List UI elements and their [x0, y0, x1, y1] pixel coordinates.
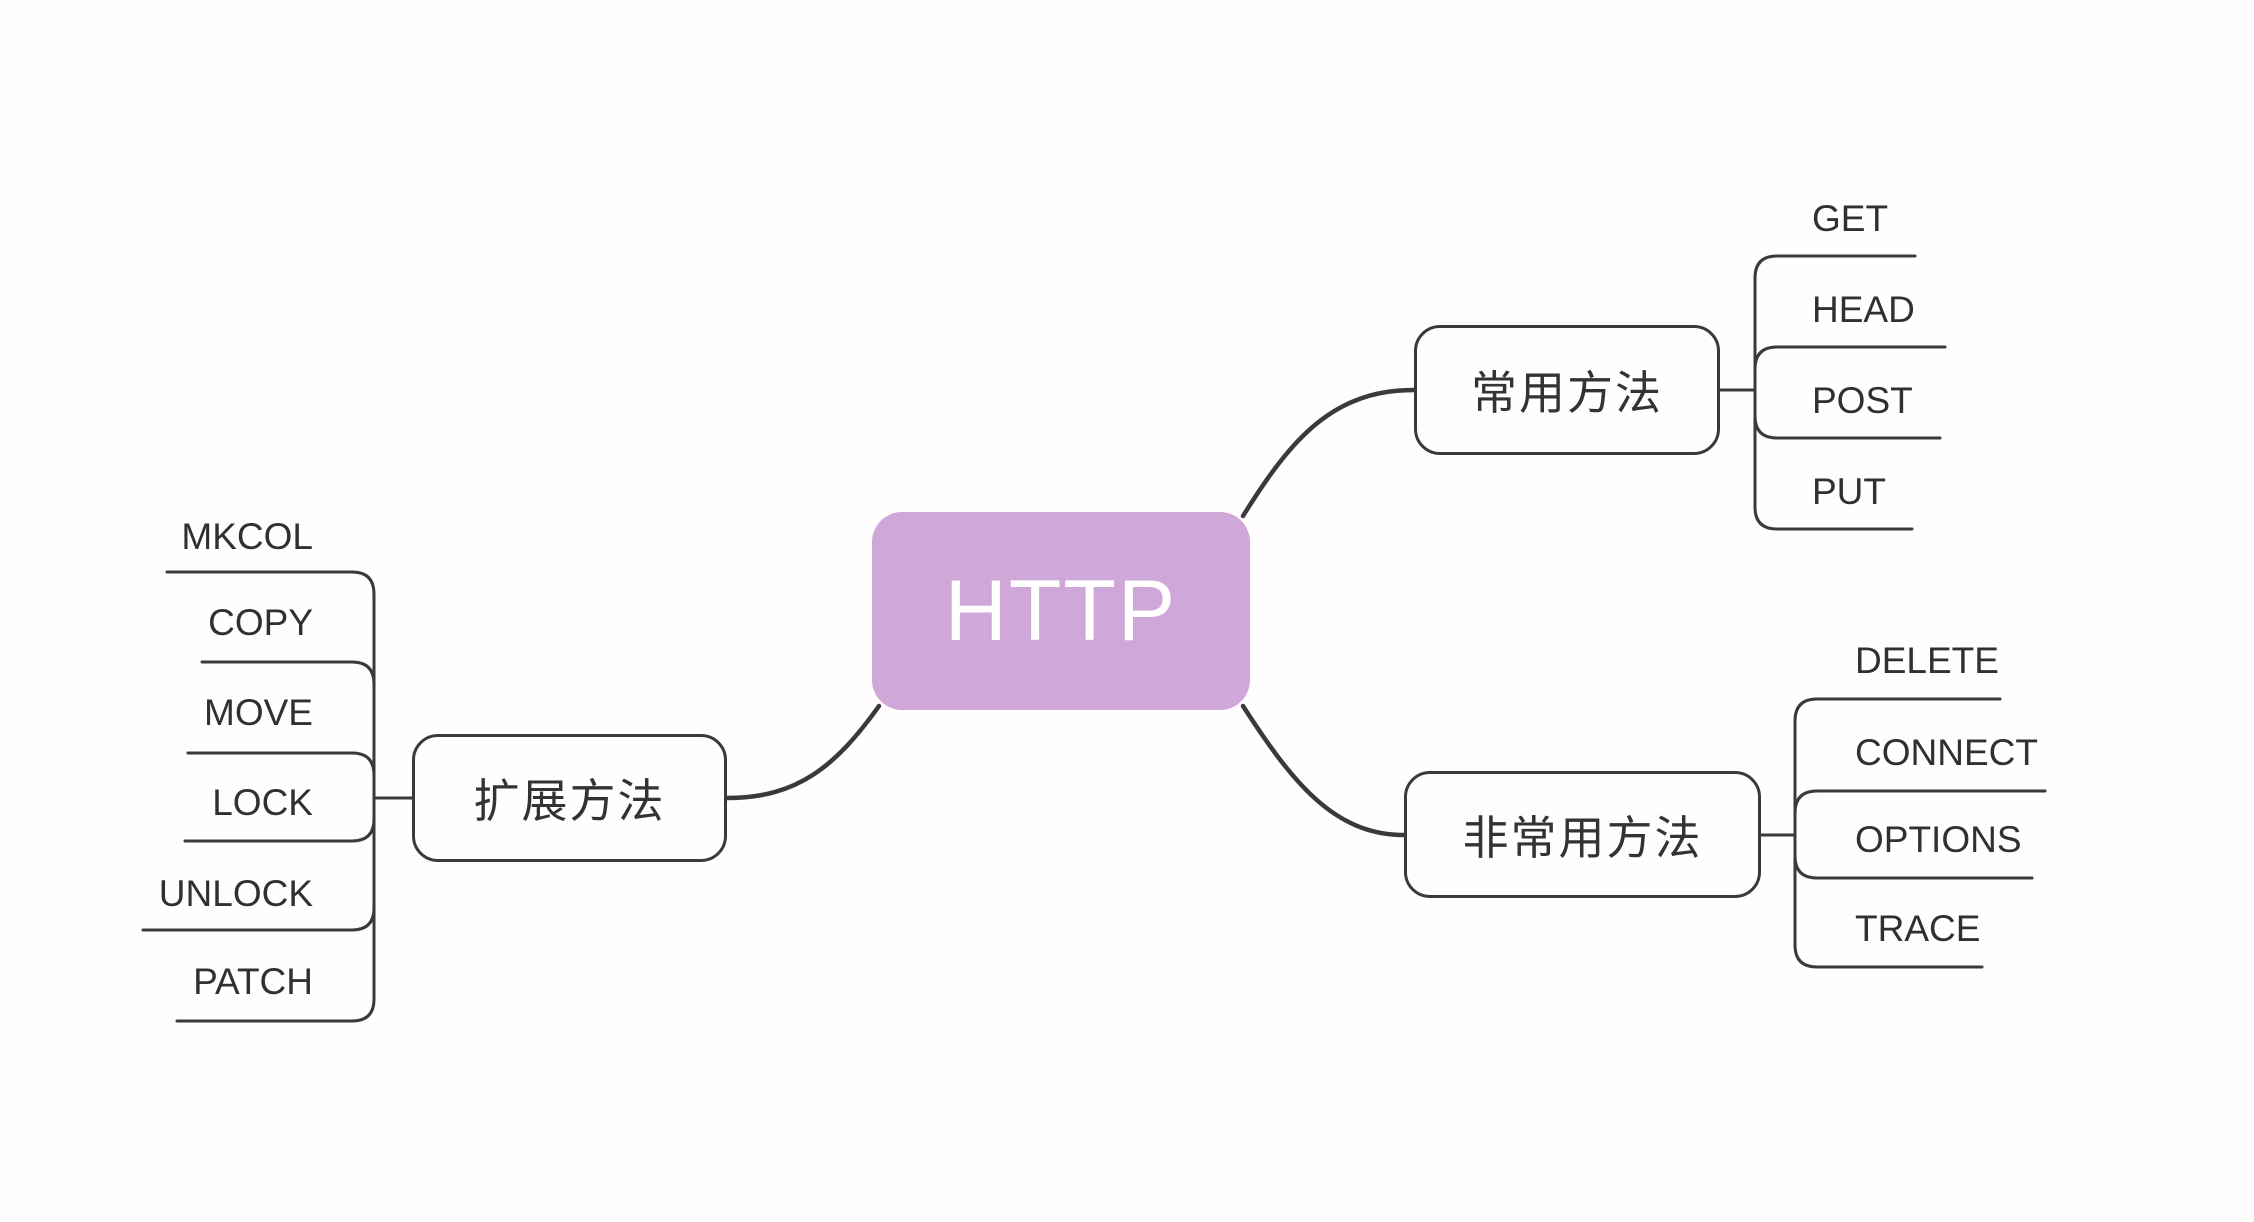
node-copy[interactable]: COPY — [208, 602, 313, 643]
node-lock[interactable]: LOCK — [212, 782, 313, 823]
node-extension-methods[interactable]: 扩展方法 — [412, 734, 727, 862]
node-mkcol[interactable]: MKCOL — [181, 516, 313, 557]
node-trace[interactable]: TRACE — [1855, 908, 1981, 949]
connector-options-underline — [1793, 854, 2034, 880]
connector-head-underline — [1753, 345, 1947, 371]
connector-copy-underline — [200, 660, 376, 686]
connector-lock-underline — [183, 817, 376, 843]
connector-unlock-underline — [141, 906, 376, 932]
node-get[interactable]: GET — [1812, 198, 1889, 239]
connector-root-uncommon — [1240, 703, 1407, 838]
connector-move-underline — [186, 751, 376, 777]
node-post[interactable]: POST — [1812, 380, 1913, 421]
node-options[interactable]: OPTIONS — [1855, 819, 2022, 860]
node-head[interactable]: HEAD — [1812, 289, 1915, 330]
connector-post-underline — [1753, 414, 1942, 440]
node-common-methods[interactable]: 常用方法 — [1414, 325, 1720, 455]
connector-root-extend — [724, 703, 882, 801]
connector-root-common — [1240, 387, 1417, 519]
node-put[interactable]: PUT — [1812, 471, 1886, 512]
node-patch[interactable]: PATCH — [193, 961, 313, 1002]
connector-common-spine — [1753, 254, 1917, 531]
node-delete[interactable]: DELETE — [1855, 640, 1999, 681]
connector-connect-underline — [1793, 789, 2047, 815]
node-connect[interactable]: CONNECT — [1855, 732, 2038, 773]
connector-extend-spine — [165, 570, 376, 1023]
node-uncommon-methods[interactable]: 非常用方法 — [1404, 771, 1761, 898]
connector-uncommon-spine — [1793, 697, 2002, 969]
node-unlock[interactable]: UNLOCK — [158, 873, 313, 914]
node-move[interactable]: MOVE — [204, 692, 313, 733]
node-http-root[interactable]: HTTP — [872, 512, 1250, 710]
